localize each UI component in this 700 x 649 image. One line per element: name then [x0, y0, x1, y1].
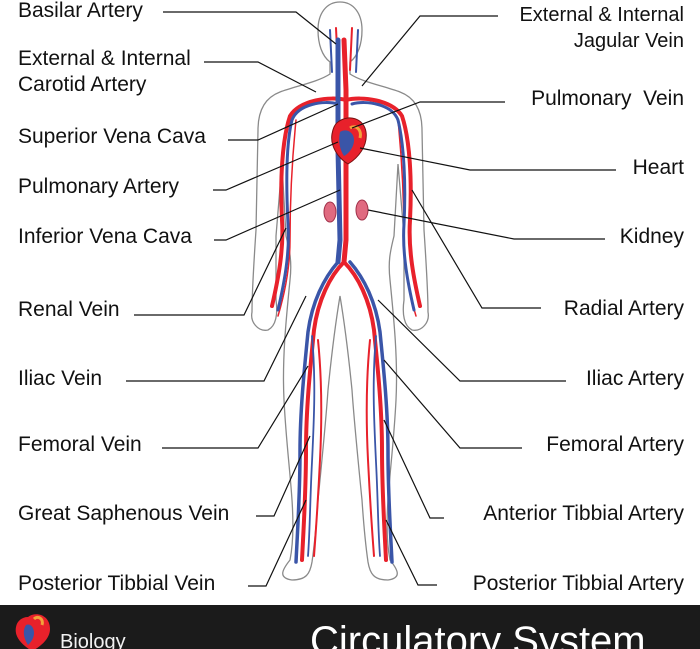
label-femoral-artery: Femoral Artery — [546, 433, 684, 456]
heart-logo-icon — [15, 614, 50, 649]
label-pulmonary-vein: Pulmonary Vein — [531, 87, 684, 110]
label-radial-artery: Radial Artery — [563, 297, 684, 320]
label-basilar-artery: Basilar Artery — [18, 0, 143, 22]
label-femoral-vein: Femoral Vein — [18, 433, 142, 456]
body-outline — [251, 1, 429, 581]
label-posterior-tibbial-vein: Posterior Tibbial Vein — [18, 572, 216, 595]
circulatory-diagram: Basilar Artery External & Internal Carot… — [18, 0, 684, 595]
kidney-organ — [323, 199, 369, 223]
label-ext-int-carotid-artery: External & Internal Carotid Artery — [18, 47, 191, 96]
label-kidney: Kidney — [619, 225, 684, 248]
heart-organ — [331, 117, 367, 165]
label-iliac-vein: Iliac Vein — [18, 367, 103, 390]
label-renal-vein: Renal Vein — [18, 298, 120, 321]
footer-banner: Biology Circulatory System — [0, 605, 700, 649]
footer-category: Biology — [60, 631, 126, 649]
body-illustration — [126, 1, 616, 587]
label-ext-int-jagular-vein: External & Internal Jagular Vein — [519, 4, 684, 52]
label-inferior-vena-cava: Inferior Vena Cava — [18, 225, 192, 248]
label-superior-vena-cava: Superior Vena Cava — [18, 125, 206, 148]
veins — [276, 29, 416, 564]
leader-lines — [126, 11, 616, 587]
label-heart: Heart — [632, 156, 684, 179]
label-great-saphenous-vein: Great Saphenous Vein — [18, 502, 230, 525]
footer-title: Circulatory System — [310, 619, 646, 649]
label-iliac-artery: Iliac Artery — [585, 367, 684, 390]
label-posterior-tibbial-artery: Posterior Tibbial Artery — [472, 572, 684, 595]
label-pulmonary-artery: Pulmonary Artery — [18, 175, 180, 198]
label-anterior-tibbial-artery: Anterior Tibbial Artery — [483, 502, 684, 525]
